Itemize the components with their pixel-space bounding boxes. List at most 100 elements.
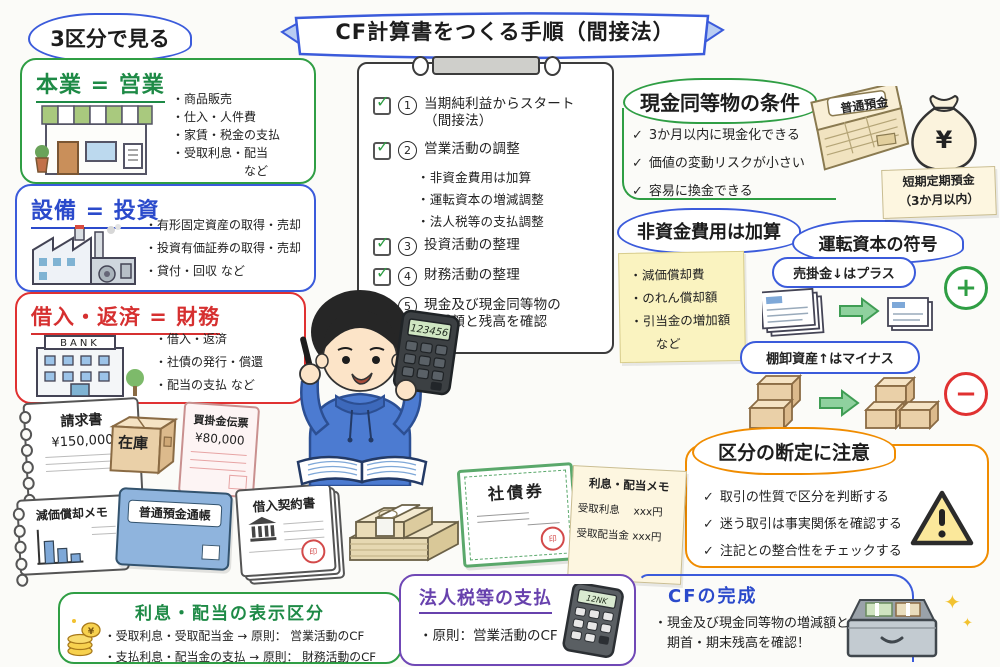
overview-bubble: 3区分で見る — [28, 13, 192, 62]
minus-sign: − — [944, 372, 988, 416]
category-invest-box: 設備 = 投資 ・有形固定資産の取得・売却 ・投資有価証券の取得・売却 ・貸付・… — [15, 184, 316, 292]
caution-list: ✓取引の性質で区分を判断する ✓迷う取引は事実関係を確認する ✓注記との整合性を… — [703, 486, 902, 567]
caution-item: ✓迷う取引は事実関係を確認する — [703, 517, 902, 532]
step-number: 4 — [398, 266, 417, 286]
open-book-icon — [296, 455, 428, 486]
checklist-item-text: 投資活動の整理 — [424, 236, 520, 253]
svg-text:¥: ¥ — [88, 627, 95, 637]
payable-slip-title: 買掛金伝票 — [193, 413, 249, 430]
calculator-display: 123456 — [410, 323, 449, 339]
category-finance-box: 借入・返済 = 財務 ・借入・返済 ・社債の発行・償還 ・配当の支払 など BA… — [15, 292, 306, 404]
cash-equivalents-list: ✓3か月以内に現金化できる ✓価値の変動リスクが小さい ✓容易に換金できる — [632, 124, 805, 208]
step-number: 2 — [398, 140, 417, 160]
checklist-subitem: ・法人税等の支払調整 — [417, 213, 545, 229]
category-invest-title: 設備 = 投資 — [31, 193, 160, 229]
slip-stamp-box — [228, 474, 248, 491]
interest-memo-line: 受取利息 xxx円 — [577, 502, 663, 519]
caution-item: ✓注記との整合性をチェックする — [703, 544, 902, 559]
noncash-items: ・減価償却費 ・のれん償却額 ・引当金の増加額 など — [629, 266, 731, 353]
checklist-item-text: 営業活動の調整 — [424, 140, 520, 157]
inventory-box-icon — [109, 416, 179, 475]
checkbox-icon: ✓ — [373, 233, 391, 256]
cash-bundles-icon — [349, 504, 459, 562]
cash-equivalents-item: ✓価値の変動リスクが小さい — [632, 156, 805, 171]
interest-memo: 利息・配当メモ 受取利息 xxx円 受取配当金 xxx円 — [567, 465, 687, 585]
tax-calculator-icon: 12NK — [562, 584, 624, 658]
page-title: CF計算書をつくる手順（間接法） — [335, 20, 675, 44]
step-number: 3 — [398, 236, 417, 256]
receivable-change-icon — [762, 287, 933, 337]
bank-passbook-title: 普通預金通帳 — [127, 499, 223, 528]
loan-contract: 借入契約書 印 — [234, 482, 346, 585]
receivable-pill: 売掛金↓はプラス — [772, 257, 916, 288]
checklist-subitem: ・非資金費用は加算 — [417, 169, 532, 185]
payable-slip-amount: ¥80,000 — [194, 430, 246, 448]
cash-equivalents-title: 現金同等物の条件 — [623, 78, 817, 124]
clip-ring-icon — [544, 56, 561, 76]
category-sales-title: 本業 = 営業 — [36, 67, 165, 103]
plus-sign: + — [944, 266, 988, 310]
passbook-label: 普通預金 — [839, 94, 890, 116]
tax-payment-box: 法人税等の支払 ・原則：営業活動のCF 12NK — [399, 574, 636, 666]
category-sales-box: 本業 = 営業 ・商品販売 ・仕入・人件費 ・家賃・税金の支払 ・受取利息・配当… — [20, 58, 316, 184]
bank-passbook: 普通預金通帳 — [115, 487, 233, 571]
checklist-item-3: ✓ 3 投資活動の整理 — [373, 233, 602, 256]
checklist-item-text: 財務活動の整理 — [424, 266, 520, 283]
interest-display-line: ・支払利息・配当金の支払 → 原則： 財務活動のCF — [104, 650, 377, 664]
loan-contract-title: 借入契約書 — [252, 495, 316, 515]
storefront-icon — [35, 105, 153, 175]
category-finance-title: 借入・返済 = 財務 — [31, 301, 221, 335]
boy-with-calculator-illustration: 123456 — [296, 290, 460, 486]
warning-triangle-icon — [910, 490, 974, 546]
money-bag-symbol: ¥ — [936, 126, 953, 154]
cash-drawer-icon — [846, 599, 938, 658]
inventory-pill: 棚卸資産↑はマイナス — [740, 341, 920, 374]
short-term-deposit-note: 短期定期預金 （3か月以内） — [881, 166, 997, 219]
checkbox-icon: ✓ — [373, 137, 391, 160]
tax-calc-display: 12NK — [585, 594, 608, 607]
payable-slip: 買掛金伝票 ¥80,000 — [177, 401, 261, 499]
cash-equivalents-item: ✓3か月以内に現金化できる — [632, 128, 800, 143]
checklist-subitem: ・運転資本の増減調整 — [417, 191, 545, 207]
interest-display-line: ・受取利息・受取配当金 → 原則： 営業活動のCF — [104, 629, 365, 643]
interest-display-box: 利息・配当の表示区分 ・受取利息・受取配当金 → 原則： 営業活動のCF ・支払… — [58, 592, 402, 664]
passbook-icon: 普通預金 — [810, 86, 910, 171]
bar-chart-icon — [36, 529, 84, 565]
working-capital-title: 運転資本の符号 — [792, 220, 964, 264]
checkbox-icon: ✓ — [373, 92, 391, 115]
checklist-item-1: ✓ 1 当期純利益からスタート（間接法） — [373, 92, 602, 130]
sparkle-icon: ✦ — [962, 616, 973, 631]
caution-title: 区分の断定に注意 — [692, 427, 896, 475]
depreciation-memo: 減価償却メモ — [12, 494, 130, 588]
category-invest-items: ・有形固定資産の取得・売却 ・投資有価証券の取得・売却 ・貸付・回収 など — [145, 218, 302, 278]
bank-glyph-icon — [248, 516, 277, 542]
cash-equivalents-bracket — [622, 108, 836, 200]
interest-memo-line: 受取配当金 xxx円 — [576, 527, 662, 544]
red-seal-icon: 印 — [300, 538, 327, 565]
completion-title: CFの完成 — [668, 586, 758, 607]
caution-item: ✓取引の性質で区分を判断する — [703, 490, 889, 505]
interest-display-title: 利息・配当の表示区分 — [135, 604, 325, 624]
completion-line: ・現金及び現金同等物の増減額と 期首・期末残高を確認！ — [654, 616, 850, 652]
clipboard-clip-icon — [432, 56, 540, 75]
clip-ring-icon — [412, 56, 429, 76]
checkbox-icon: ✓ — [373, 263, 391, 286]
tax-payment-title: 法人税等の支払 — [419, 584, 552, 614]
passbook-mark — [201, 544, 221, 561]
tax-payment-line: ・原則：営業活動のCF — [419, 628, 558, 644]
inventory-box-label: 在庫 — [117, 433, 149, 453]
inventory-change-icon — [748, 373, 940, 430]
sparkle-icon: ✦ — [944, 590, 961, 614]
checklist-item-2: ✓ 2 営業活動の調整 — [373, 137, 602, 160]
noncash-title: 非資金費用は加算 — [617, 208, 801, 254]
coins-icon: ¥ — [67, 619, 101, 657]
bank-sign-text: BANK — [60, 338, 100, 349]
category-finance-items: ・借入・返済 ・社債の発行・償還 ・配当の支払 など — [155, 332, 264, 392]
checklist-item-text: 当期純利益からスタート（間接法） — [424, 96, 575, 129]
factory-icon — [32, 224, 136, 285]
checklist-item-4: ✓ 4 財務活動の整理 — [373, 263, 602, 286]
depreciation-memo-title: 減価償却メモ — [35, 505, 109, 523]
bank-icon: BANK — [36, 335, 144, 397]
money-bag-icon: ¥ — [911, 94, 977, 172]
cash-equivalents-item: ✓容易に換金できる — [632, 184, 753, 199]
